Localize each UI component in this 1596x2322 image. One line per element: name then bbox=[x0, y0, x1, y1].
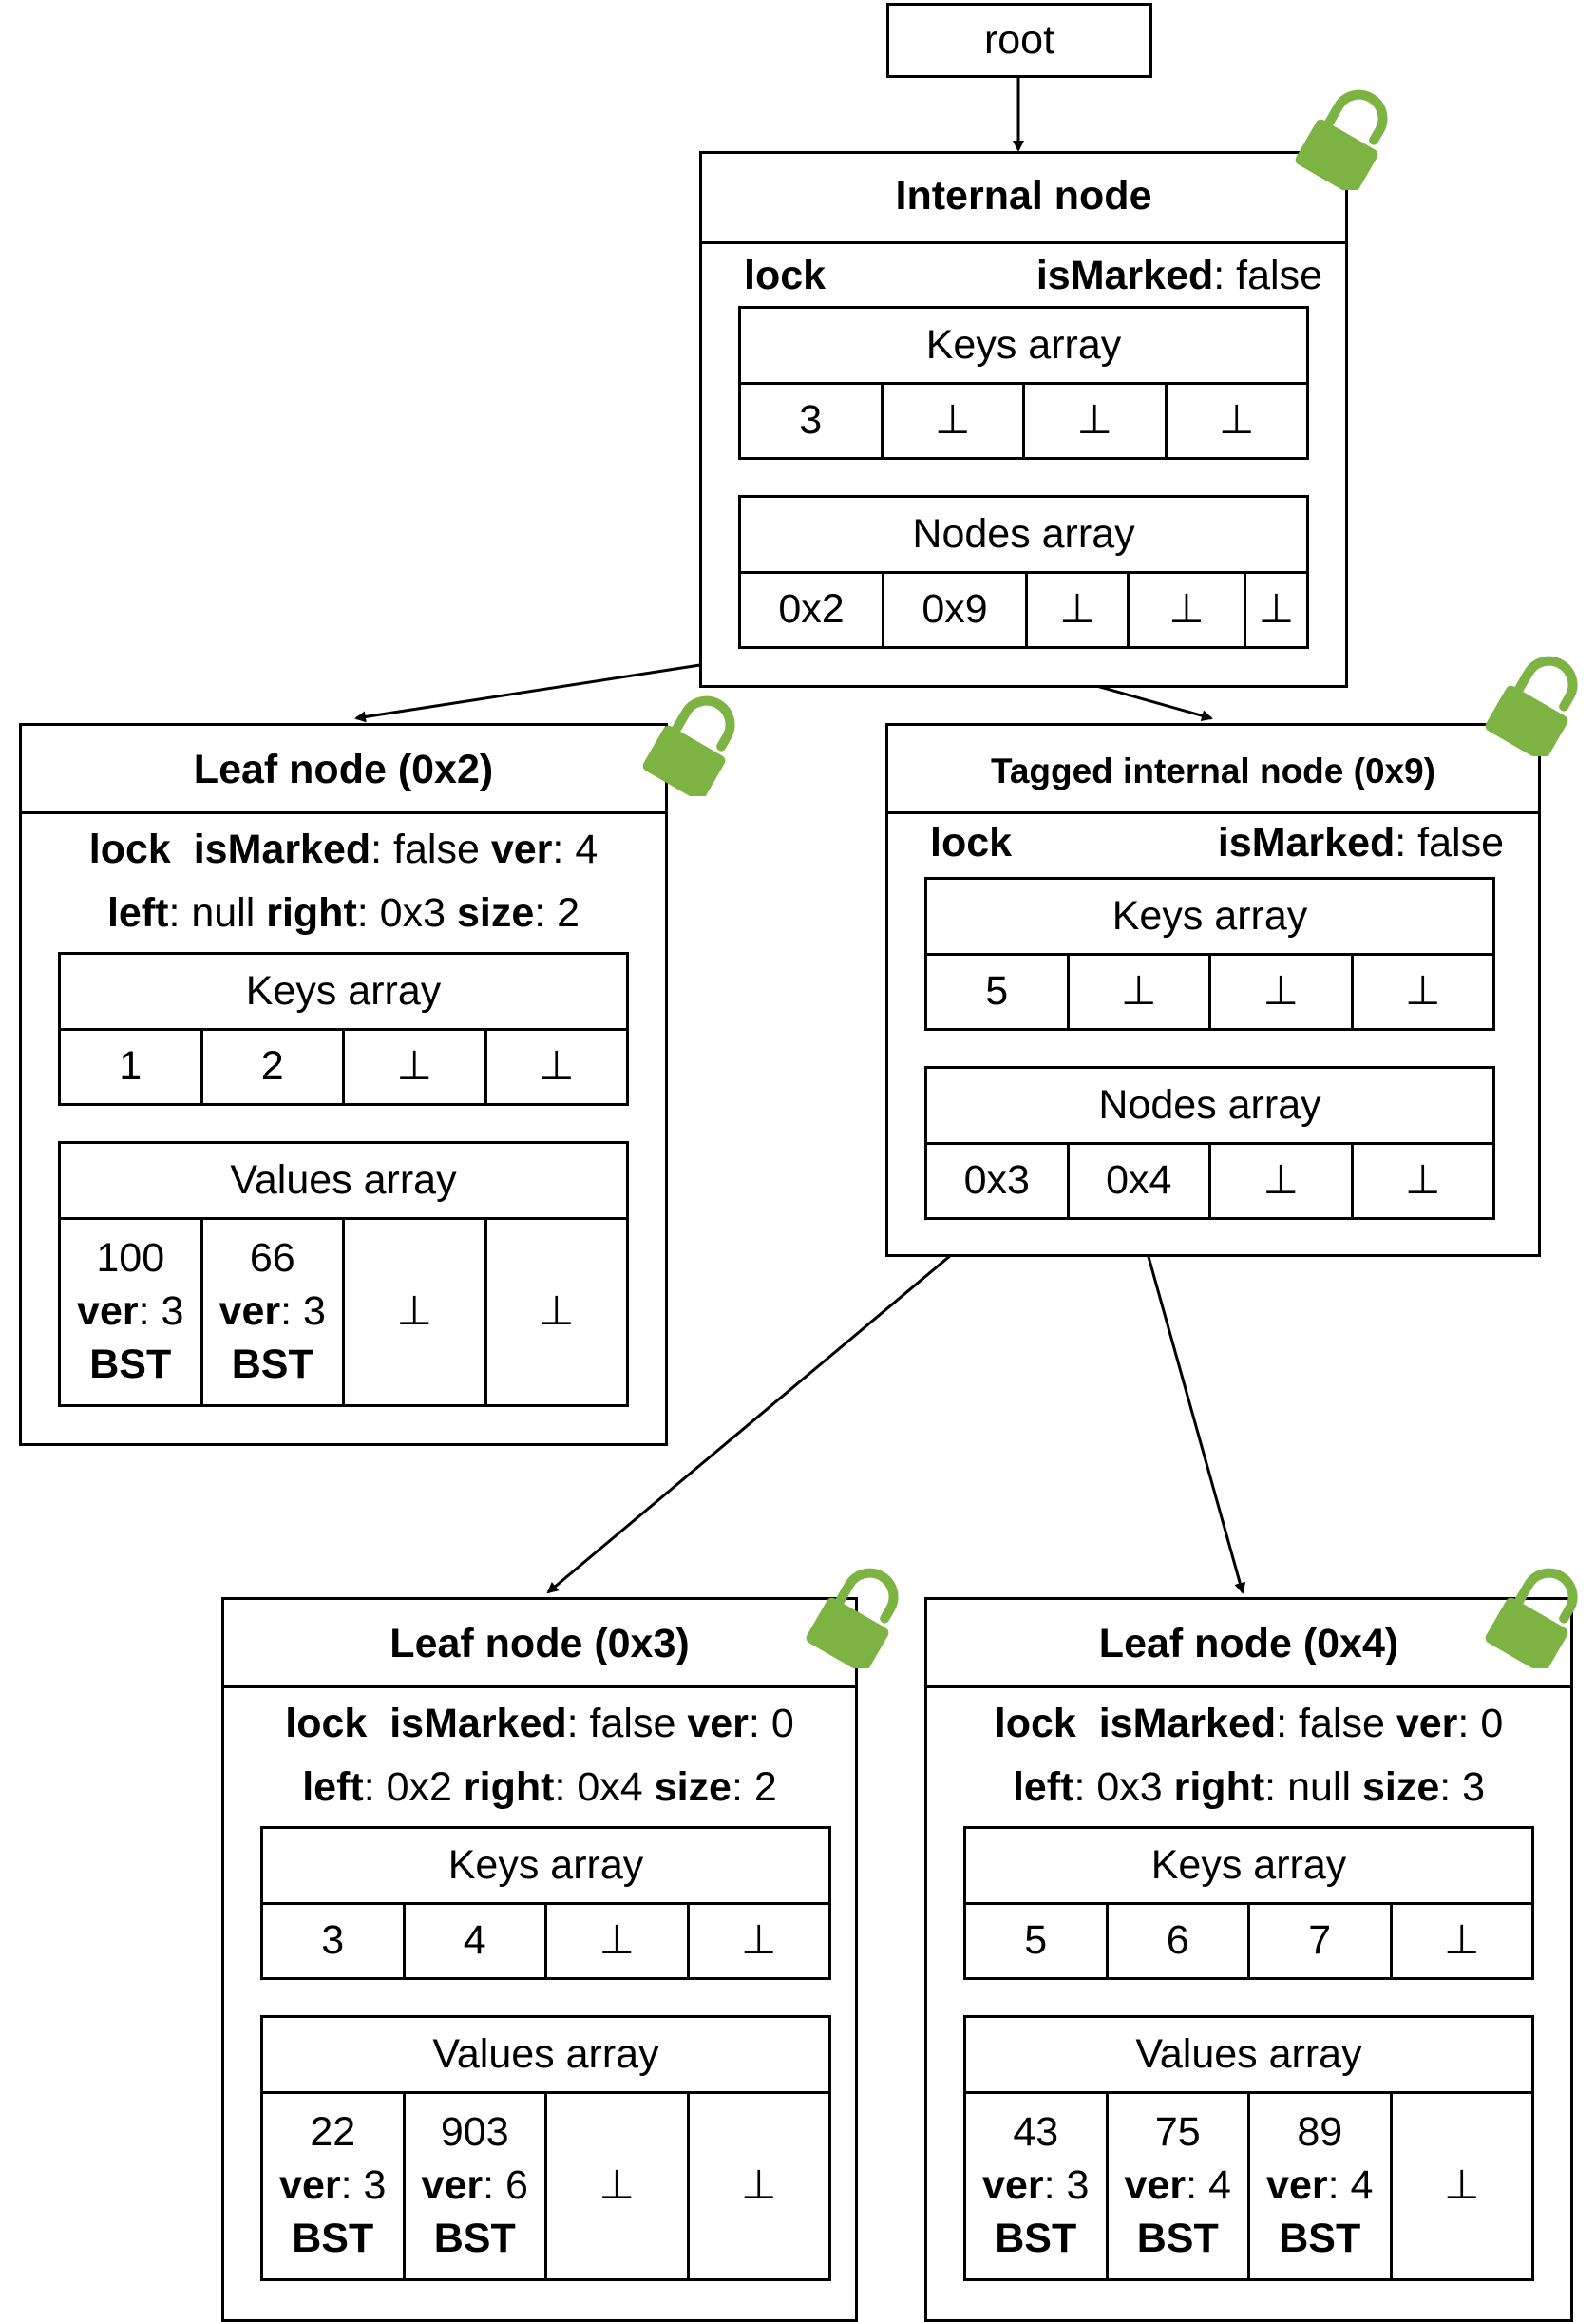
root-box: root bbox=[886, 3, 1152, 78]
key-cell: 3 bbox=[799, 397, 823, 444]
edge-0x4-to-leaf4 bbox=[1135, 1215, 1246, 1594]
leaf-node-title: Leaf node (0x4) bbox=[1098, 1621, 1399, 1666]
node-pointer-cell: ⊥ bbox=[1208, 1145, 1351, 1217]
is-marked-field: isMarked: false bbox=[1217, 820, 1504, 866]
is-marked-field: isMarked: false bbox=[1036, 253, 1322, 298]
keys-array-label: Keys array bbox=[61, 955, 626, 1031]
value-cell: ⊥ bbox=[484, 1220, 627, 1404]
divider bbox=[224, 1685, 855, 1688]
key-cell: ⊥ bbox=[484, 1031, 627, 1103]
key-cell: ⊥ bbox=[1389, 1905, 1532, 1977]
lock-icon bbox=[1485, 656, 1578, 756]
divider bbox=[888, 811, 1538, 814]
node-pointer-cell: 0x2 bbox=[778, 586, 845, 633]
values-array-label: Values array bbox=[966, 2018, 1531, 2094]
leaf-meta-line-2: left: 0x3 right: null size: 3 bbox=[1012, 1764, 1486, 1810]
key-cell: ⊥ bbox=[544, 1905, 687, 1977]
nodes-array-label: Nodes array bbox=[741, 498, 1306, 574]
leaf-node-title: Leaf node (0x3) bbox=[390, 1621, 690, 1666]
key-cell: 5 bbox=[1024, 1917, 1048, 1964]
key-cell: 5 bbox=[985, 968, 1009, 1015]
internal-node-title: Internal node bbox=[895, 173, 1152, 219]
node-pointer-cell: 0x9 bbox=[882, 574, 1025, 646]
lock-icon bbox=[1485, 1568, 1578, 1668]
leaf-node-0x4: Leaf node (0x4) lock isMarked: false ver… bbox=[924, 1597, 1573, 2322]
node-pointer-cell: 0x4 bbox=[1066, 1145, 1209, 1217]
lock-icon bbox=[1295, 89, 1388, 190]
key-cell: ⊥ bbox=[342, 1031, 484, 1103]
leaf-meta-line-1: lock isMarked: false ver: 0 bbox=[285, 1701, 794, 1746]
key-cell: 1 bbox=[119, 1043, 142, 1090]
leaf-meta-line-2: left: null right: 0x3 size: 2 bbox=[106, 890, 580, 936]
divider bbox=[927, 1685, 1570, 1688]
key-cell: ⊥ bbox=[1350, 956, 1493, 1028]
leaf-node-0x2: Leaf node (0x2) lock isMarked: false ver… bbox=[19, 723, 668, 1446]
leaf-meta-line-1: lock isMarked: false ver: 4 bbox=[88, 827, 598, 872]
value-cell: ⊥ bbox=[342, 1220, 484, 1404]
nodes-array-label: Nodes array bbox=[927, 1069, 1492, 1145]
tagged-node-title: Tagged internal node (0x9) bbox=[990, 752, 1436, 790]
keys-array-label: Keys array bbox=[966, 1829, 1531, 1905]
key-cell: 6 bbox=[1105, 1905, 1248, 1977]
key-cell: 3 bbox=[321, 1917, 345, 1964]
leaf-node-0x3: Leaf node (0x3) lock isMarked: false ver… bbox=[221, 1597, 858, 2322]
value-cell: ⊥ bbox=[544, 2094, 687, 2278]
leaf-meta-line-1: lock isMarked: false ver: 0 bbox=[994, 1701, 1504, 1746]
keys-array: Keys array 5 6 7 ⊥ bbox=[963, 1826, 1534, 1980]
keys-array-label: Keys array bbox=[927, 880, 1492, 956]
node-pointer-cell: ⊥ bbox=[1025, 574, 1127, 646]
key-cell: ⊥ bbox=[1164, 385, 1307, 457]
keys-array-label: Keys array bbox=[741, 309, 1306, 385]
internal-node: Internal node lock isMarked: false Keys … bbox=[699, 151, 1348, 688]
lock-icon bbox=[806, 1568, 899, 1668]
value-cell: ⊥ bbox=[686, 2094, 829, 2278]
edge-0x3-to-leaf3 bbox=[546, 1214, 998, 1594]
keys-array: Keys array 3 ⊥ ⊥ ⊥ bbox=[738, 306, 1309, 460]
key-cell: ⊥ bbox=[1208, 956, 1351, 1028]
tagged-internal-node-0x9: Tagged internal node (0x9) lock isMarked… bbox=[885, 723, 1541, 1257]
lock-icon bbox=[642, 695, 735, 796]
nodes-array: Nodes array 0x3 0x4 ⊥ ⊥ bbox=[924, 1066, 1495, 1220]
key-cell: ⊥ bbox=[880, 385, 1023, 457]
values-array-label: Values array bbox=[61, 1144, 626, 1220]
key-cell: 4 bbox=[402, 1905, 545, 1977]
divider bbox=[702, 241, 1345, 244]
node-pointer-cell: ⊥ bbox=[1244, 574, 1306, 646]
key-cell: ⊥ bbox=[686, 1905, 829, 1977]
keys-array-label: Keys array bbox=[263, 1829, 828, 1905]
value-cell: ⊥ bbox=[1389, 2094, 1532, 2278]
key-cell: ⊥ bbox=[1022, 385, 1165, 457]
lock-field: lock bbox=[744, 253, 826, 298]
nodes-array: Nodes array 0x2 0x9 ⊥ ⊥ ⊥ bbox=[738, 495, 1309, 649]
lock-field: lock bbox=[930, 820, 1013, 866]
key-cell: ⊥ bbox=[1066, 956, 1209, 1028]
key-cell: 2 bbox=[200, 1031, 343, 1103]
leaf-node-title: Leaf node (0x2) bbox=[193, 747, 494, 792]
divider bbox=[22, 811, 665, 814]
node-pointer-cell: ⊥ bbox=[1127, 574, 1244, 646]
leaf-meta-line-2: left: 0x2 right: 0x4 size: 2 bbox=[302, 1764, 777, 1810]
keys-array: Keys array 1 2 ⊥ ⊥ bbox=[58, 952, 629, 1106]
values-array-label: Values array bbox=[263, 2018, 828, 2094]
node-pointer-cell: ⊥ bbox=[1350, 1145, 1493, 1217]
keys-array: Keys array 3 4 ⊥ ⊥ bbox=[260, 1826, 831, 1980]
key-cell: 7 bbox=[1247, 1905, 1390, 1977]
node-pointer-cell: 0x3 bbox=[963, 1157, 1030, 1204]
keys-array: Keys array 5 ⊥ ⊥ ⊥ bbox=[924, 877, 1495, 1031]
